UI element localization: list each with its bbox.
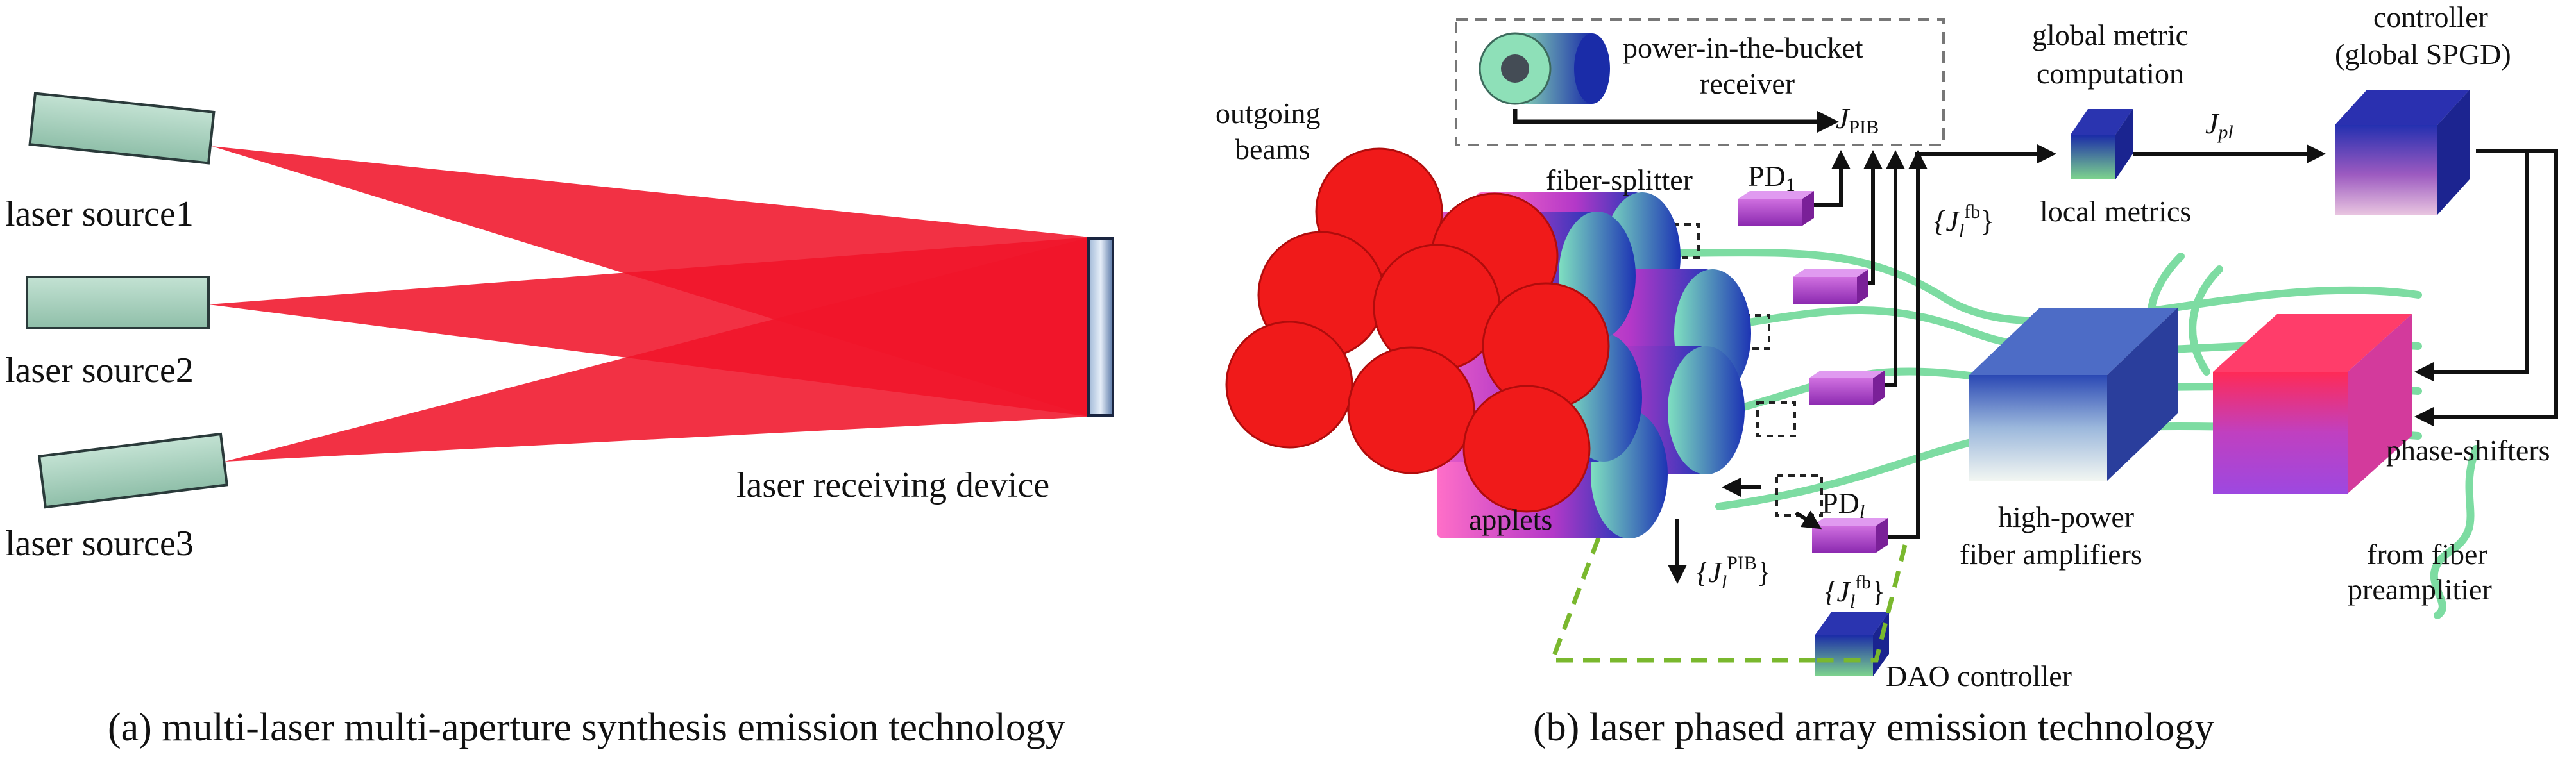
phase-shifters-box	[2213, 314, 2412, 494]
fiber-splitter-label: fiber-splitter	[1546, 163, 1693, 196]
from-fiber-label-line2: preamplitier	[2348, 573, 2492, 606]
controller-label-line1: controller	[2373, 1, 2488, 33]
controller-label-line2: (global SPGD)	[2335, 38, 2511, 71]
jl-fb-bottom-label: {Jlfb}	[1825, 572, 1885, 612]
high-power-label-line1: high-power	[1998, 501, 2134, 533]
pdl-label: PDl	[1822, 487, 1865, 522]
jl-pib-label: {JlPIB}	[1697, 553, 1771, 593]
j-pib-label: JPIB	[1836, 102, 1879, 138]
pd1-label: PD1	[1748, 160, 1795, 196]
pib-dashed-box	[1455, 18, 1945, 146]
global-metric-label-line1: global metric	[2032, 19, 2189, 51]
beam-bundle	[1225, 147, 1751, 538]
pib-receiver-label-line2: receiver	[1700, 67, 1795, 100]
applets-label: applets	[1469, 503, 1552, 536]
phase-shifters-label: phase-shifters	[2386, 434, 2550, 467]
high-power-amplifiers-box	[1969, 308, 2178, 481]
photodetector-pd1	[1738, 191, 1814, 226]
laser-source-1-label: laser source1	[5, 194, 194, 234]
j-pl-label: Jpl	[2205, 107, 2233, 143]
laser-source-3-label: laser source3	[5, 524, 194, 563]
outgoing-beams-label-line2: beams	[1235, 133, 1310, 165]
dao-controller-label: DAO controller	[1886, 660, 2072, 692]
photodetector-pdl	[1812, 518, 1888, 553]
photodetector-3	[1809, 371, 1885, 405]
panel-a-caption: (a) multi-laser multi-aperture synthesis…	[108, 706, 1065, 749]
dao-controller-box	[1815, 612, 1889, 676]
laser-source-3	[37, 432, 228, 509]
jl-fb-top-label: {Jlfb}	[1934, 201, 1994, 242]
pib-receiver-label-line1: power-in-the-bucket	[1623, 31, 1863, 64]
laser-source-2	[26, 276, 210, 329]
laser-source-2-label: laser source2	[5, 351, 194, 390]
controller-box	[2335, 90, 2470, 215]
panel-b-caption: (b) laser phased array emission technolo…	[1533, 706, 2214, 749]
panel-a: laser source1 laser source2 laser source…	[5, 92, 1114, 749]
laser-receiving-device-screen	[1087, 237, 1114, 417]
dao-loop	[1548, 512, 1908, 663]
beam-3	[225, 237, 1090, 462]
laser-source-1	[28, 92, 216, 165]
global-metric-label-line2: computation	[2037, 57, 2184, 90]
local-metrics-label: local metrics	[2040, 195, 2191, 228]
high-power-label-line2: fiber amplifiers	[1960, 538, 2142, 571]
photodetector-2	[1793, 269, 1868, 304]
outgoing-beams-label-line1: outgoing	[1216, 97, 1321, 129]
laser-receiving-device-label: laser receiving device	[736, 465, 1049, 505]
panel-b: power-in-the-bucket receiver JPIB global…	[1216, 1, 2558, 749]
pib-receiver-icon	[1479, 32, 1610, 105]
from-fiber-label-line1: from fiber	[2367, 538, 2487, 571]
global-metric-box	[2071, 109, 2133, 179]
feedback-lines	[1668, 144, 2558, 584]
